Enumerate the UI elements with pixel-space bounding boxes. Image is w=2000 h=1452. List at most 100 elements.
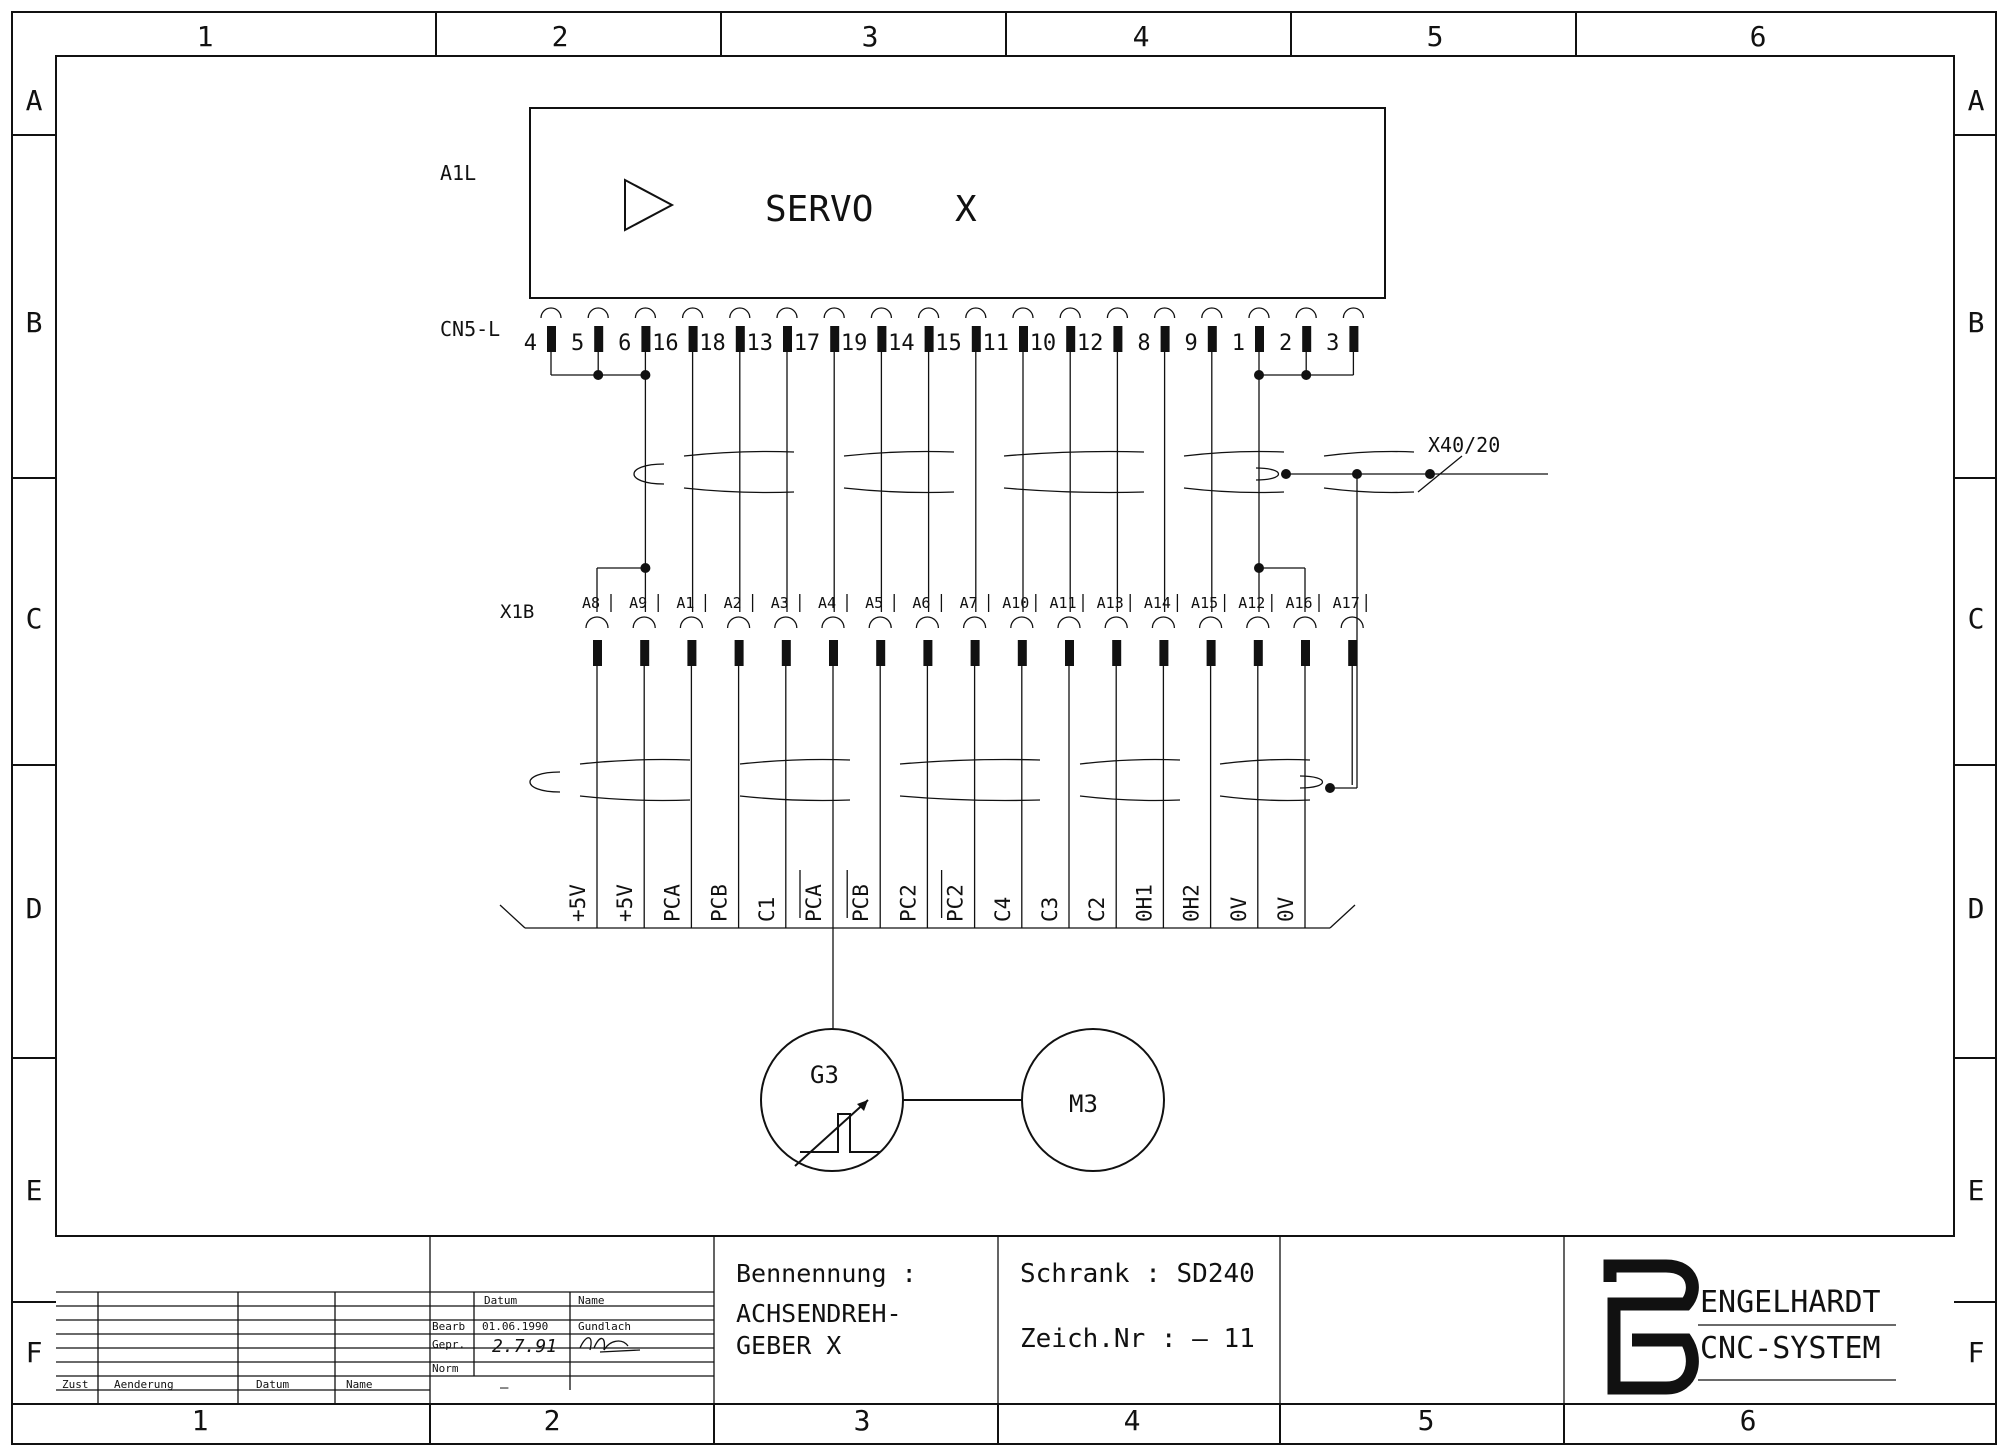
- junction-dot: [593, 370, 604, 380]
- x1b-pin-label: A13: [1097, 594, 1124, 612]
- cn5-contact-arc: [1012, 307, 1034, 319]
- junction-dot: [1254, 370, 1264, 380]
- zone-col-bottom-4: 4: [1124, 1404, 1141, 1437]
- cn5-pin-number: 4: [524, 331, 537, 356]
- x1b-contact-arc: [1246, 616, 1270, 629]
- cn5-contact-arc: [870, 307, 893, 319]
- cable-segment: [683, 487, 795, 494]
- cable-segment: [1219, 795, 1311, 802]
- zone-row-right-F: F: [1968, 1336, 1985, 1369]
- x1b-pin-label: A9: [629, 594, 647, 612]
- cn5-contact-arc: [1342, 307, 1365, 319]
- tb-bearb-label: Bearb: [432, 1320, 465, 1333]
- cable-segment: [843, 450, 955, 457]
- x1b-pin-label: A5: [865, 594, 883, 612]
- cable-sleeve-end: [1299, 775, 1323, 789]
- cable-segment: [579, 795, 691, 802]
- cable-segment: [1003, 487, 1145, 494]
- servo-block: [529, 107, 1386, 299]
- cable-segment: [579, 758, 691, 765]
- zone-row-left-C: C: [26, 602, 43, 635]
- zone-row-left-E: E: [26, 1174, 43, 1207]
- x1b-pin-bar: [829, 640, 838, 666]
- tb-norm-label: Norm: [432, 1362, 459, 1375]
- signal-box-edge: [1329, 904, 1356, 929]
- signal-label: +5V: [613, 884, 637, 922]
- cable-segment: [1003, 450, 1145, 457]
- signal-label: C4: [991, 897, 1015, 922]
- x1b-contact-arc: [1340, 616, 1364, 629]
- tb-schrank: Schrank : SD240: [1020, 1259, 1255, 1289]
- x1b-contact-arc: [585, 616, 609, 629]
- cn5-pin-number: 18: [699, 331, 726, 356]
- cn5-contact-arc: [1201, 307, 1223, 319]
- servo-title: SERVO: [765, 189, 873, 230]
- junction-dot: [1425, 469, 1435, 479]
- x1b-pin-bar: [1301, 640, 1310, 666]
- signal-label: 0H2: [1180, 884, 1204, 922]
- shield-terminal-slash: [1417, 455, 1463, 493]
- tb-benennung-label: Bennennung :: [736, 1259, 917, 1288]
- zone-col-top-4: 4: [1133, 20, 1150, 53]
- x1b-contact-arc: [679, 616, 704, 629]
- cn5-contact-arc: [1106, 307, 1129, 319]
- encoder-g3-symbol: [760, 1028, 904, 1172]
- cn5-contact-arc: [1153, 307, 1176, 319]
- signal-label: C1: [755, 897, 779, 922]
- tb-norm-value: –: [500, 1380, 509, 1396]
- cn5-pin-number: 16: [652, 331, 679, 356]
- zone-col-top-3: 3: [862, 20, 879, 53]
- x1b-pin-label: A7: [960, 594, 978, 612]
- cn5-contact-arc: [965, 307, 987, 319]
- encoder-ref: G3: [810, 1061, 839, 1089]
- zone-row-right-D: D: [1968, 892, 1985, 925]
- cable-segment: [1079, 758, 1181, 765]
- x1b-contact-arc: [821, 616, 845, 629]
- cn5-contact-arc: [1059, 307, 1081, 319]
- zone-col-bottom-1: 1: [192, 1404, 209, 1437]
- x1b-pin-bar: [1206, 640, 1216, 666]
- cn5-pin-bar: [1066, 326, 1076, 352]
- x1b-contact-arc: [1010, 616, 1034, 629]
- x1b-pin-label: A3: [771, 594, 789, 612]
- cn5-pin-bar: [547, 326, 556, 352]
- terminal-x1b-label: X1B: [500, 601, 534, 623]
- signal-label: +5V: [566, 884, 590, 922]
- cn5-pin-number: 10: [1030, 331, 1057, 356]
- junction-dot: [1254, 563, 1264, 573]
- company-name-line1: ENGELHARDT: [1700, 1285, 1881, 1320]
- x1b-pin-label: A17: [1333, 594, 1360, 612]
- cn5-pin-number: 19: [841, 331, 868, 356]
- x1b-pin-bar: [970, 640, 980, 666]
- x1b-contact-arc: [1198, 616, 1223, 629]
- encoder-pulse-icon: [800, 1113, 880, 1153]
- servo-ref-label: A1L: [440, 161, 476, 185]
- tb-bearb-name: Gundlach: [578, 1320, 631, 1333]
- cable-sleeve-end: [633, 463, 665, 485]
- revision-name-header: Name: [346, 1378, 373, 1391]
- cn5-contact-arc: [587, 307, 609, 319]
- cn5-pin-bar: [877, 326, 887, 352]
- cable-segment: [1183, 450, 1285, 457]
- signal-label: PCA: [802, 884, 826, 922]
- zone-col-top-6: 6: [1750, 20, 1767, 53]
- cn5-contact-arc: [823, 307, 845, 319]
- x1b-pin-bar: [1159, 640, 1169, 666]
- cn5-pin-bar: [830, 326, 840, 352]
- junction-dot: [1301, 370, 1312, 380]
- cn5-pin-bar: [971, 326, 981, 352]
- x1b-pin-bar: [1253, 640, 1263, 666]
- x1b-pin-label: A2: [724, 594, 742, 612]
- x1b-pin-bar: [734, 640, 744, 666]
- x1b-pin-bar: [593, 640, 602, 666]
- cn5-pin-bar: [641, 326, 651, 352]
- tb-benennung-line1: ACHSENDREH-: [736, 1299, 902, 1328]
- x1b-pin-label: A12: [1238, 594, 1265, 612]
- signal-label: C3: [1038, 897, 1062, 922]
- cn5-pin-number: 14: [888, 331, 915, 356]
- cable-sleeve-end: [529, 771, 561, 793]
- company-logo-icon: [1603, 1259, 1699, 1395]
- cn5-pin-number: 17: [794, 331, 821, 356]
